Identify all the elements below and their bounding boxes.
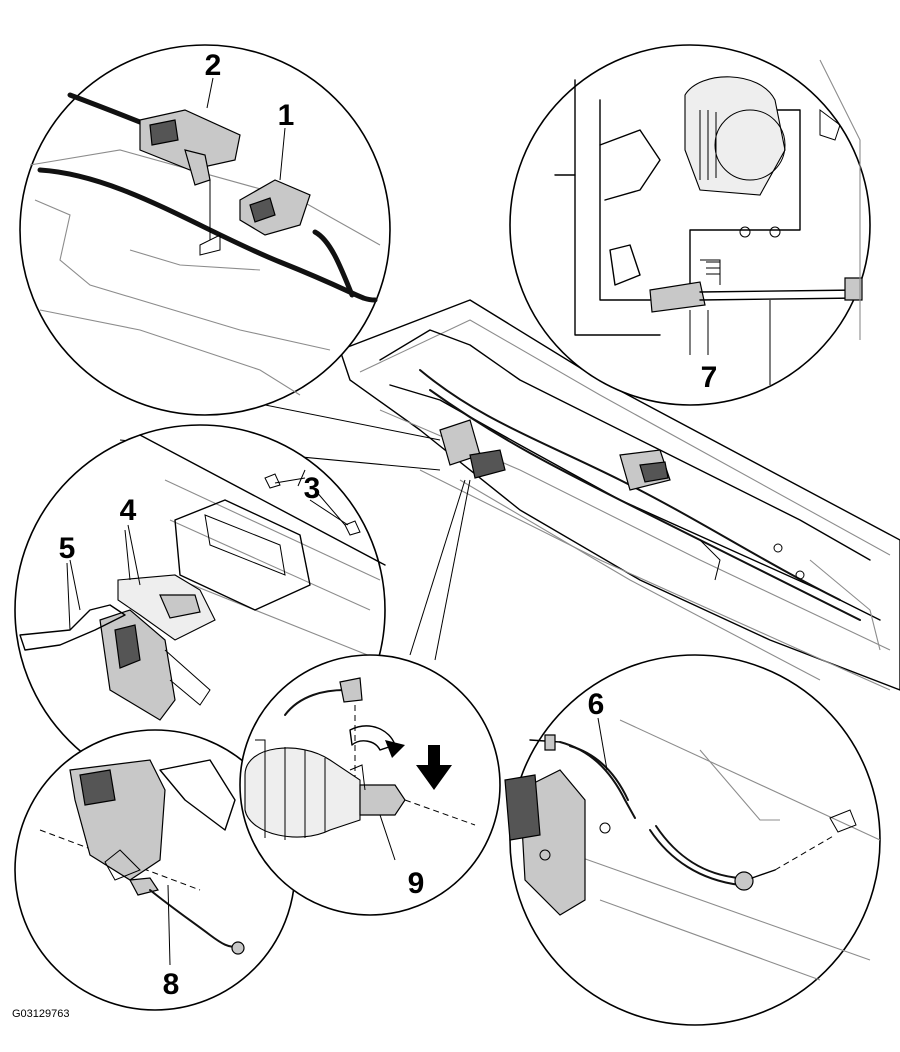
overview-hood-panel <box>339 299 900 691</box>
callout-1: 1 <box>278 99 295 132</box>
callout-leaders <box>66 77 709 966</box>
callout-2: 2 <box>205 49 222 82</box>
callout-7: 7 <box>701 361 718 394</box>
detail-circle-connectors <box>19 44 391 416</box>
callout-3: 3 <box>304 472 321 505</box>
callout-9: 9 <box>408 867 425 900</box>
callout-6: 6 <box>588 688 605 721</box>
detail-circle-latch-mechanism <box>509 44 871 406</box>
detail-circle-cable-boot <box>239 654 501 916</box>
callout-4: 4 <box>120 494 137 527</box>
figure-reference-code: G03129763 <box>12 1008 70 1020</box>
callout-8: 8 <box>163 968 180 1001</box>
detail-circle-latch-sensor <box>14 729 296 1011</box>
callout-5: 5 <box>59 532 76 565</box>
detail-circle-cable-routing <box>504 654 881 1026</box>
